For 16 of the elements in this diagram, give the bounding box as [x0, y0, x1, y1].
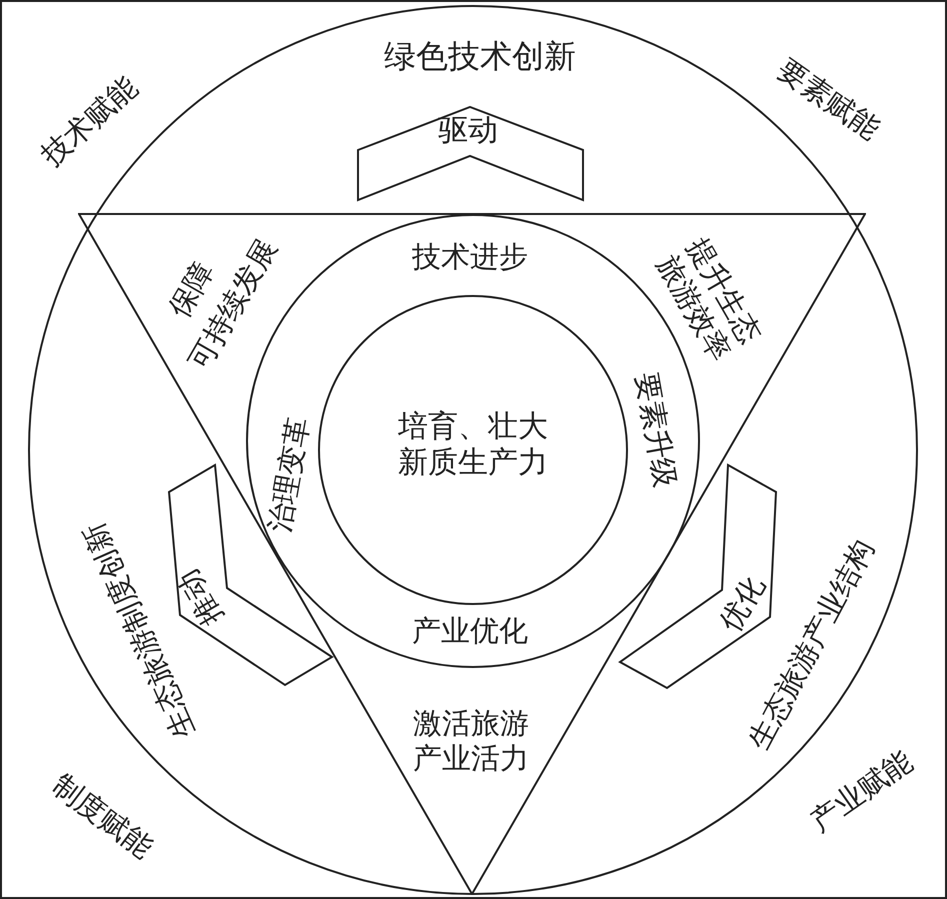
node-text: 治理变革 — [262, 414, 316, 537]
corner-label: 技术赋能 — [34, 70, 145, 174]
corner-label: 制度赋能 — [45, 768, 160, 866]
node-text: 驱动 — [437, 113, 499, 149]
node-text: 培育、壮大新质生产力 — [397, 409, 549, 481]
node-text: 技术进步 — [411, 240, 529, 276]
node-text: 要素升级 — [628, 369, 682, 492]
corner-label: 产业赋能 — [804, 744, 920, 840]
node-text: 提升生态旅游效率 — [649, 232, 768, 369]
node-text: 优化 — [713, 570, 772, 639]
node-text: 产业优化 — [411, 614, 529, 650]
node-text: 绿色技术创新 — [383, 36, 577, 76]
corner-label: 要素赋能 — [770, 52, 886, 148]
node-text: 推动 — [171, 563, 230, 632]
node-text: 激活旅游产业活力 — [412, 707, 530, 777]
chevron-arrow — [357, 106, 584, 202]
